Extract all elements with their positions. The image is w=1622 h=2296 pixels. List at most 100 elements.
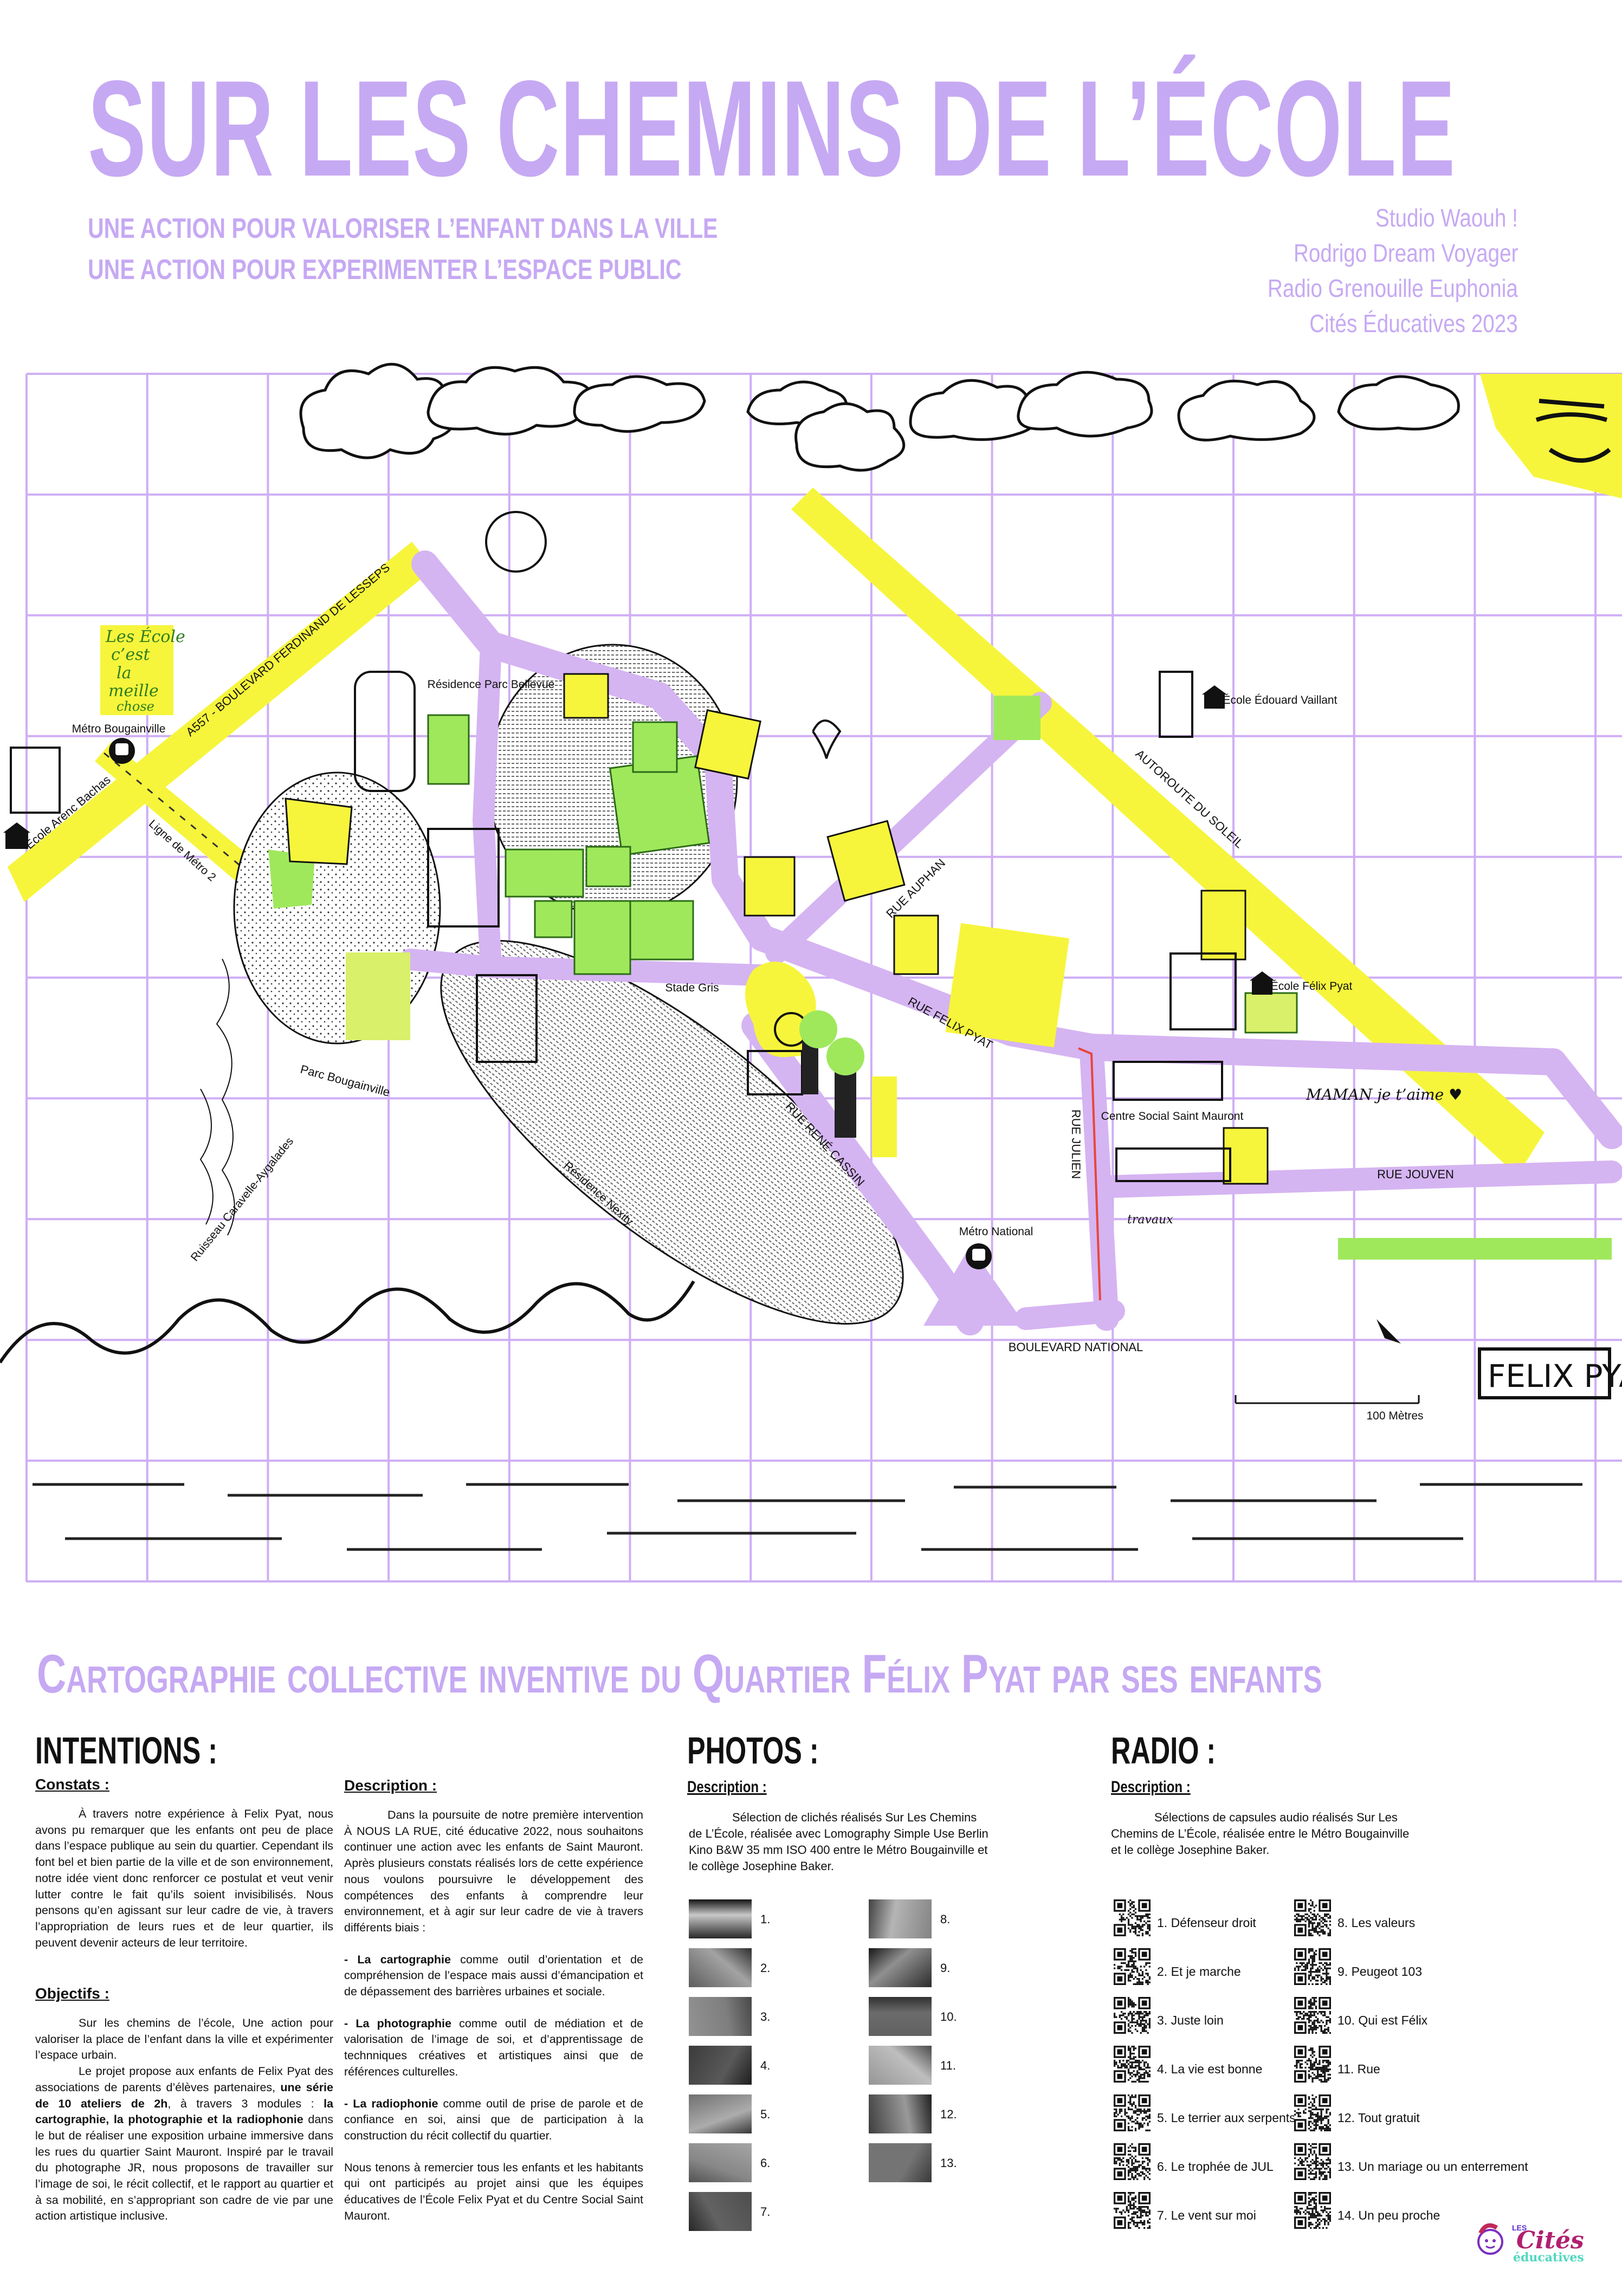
radio-capsule-link[interactable]: 5. Le terrier aux serpents <box>1157 2111 1296 2125</box>
radio-description-heading: Description : <box>1111 1778 1191 1796</box>
constats-heading: Constats : <box>35 1776 109 1793</box>
qr-code-icon[interactable] <box>1114 2046 1151 2083</box>
radio-capsule-link[interactable]: 1. Défenseur droit <box>1157 1916 1256 1930</box>
logo-face-icon <box>1477 2223 1503 2255</box>
road-horizontal <box>399 949 773 986</box>
photo-number: 8. <box>940 1912 951 1926</box>
qr-code-icon[interactable] <box>1294 1997 1331 2034</box>
radio-capsule-link[interactable]: 6. Le trophée de JUL <box>1157 2159 1274 2174</box>
text-run-bold: - La photographie <box>344 2016 451 2030</box>
photo-number: 10. <box>940 2010 957 2023</box>
text-run-bold: - La radiophonie <box>344 2097 438 2110</box>
sticky-note-text: Les École c’est la meille chose <box>105 627 185 714</box>
radio-capsule-link[interactable]: 2. Et je marche <box>1157 1964 1241 1979</box>
radio-description: Sélections de capsules audio réalisés Su… <box>1111 1809 1414 1858</box>
road-boulevard-national <box>1014 1300 1125 1330</box>
photo-thumbnail[interactable] <box>689 1899 752 1938</box>
logo-cites: Cités <box>1516 2227 1584 2254</box>
constats-paragraph: À travers notre expérience à Felix Pyat,… <box>35 1807 333 1949</box>
photo-number: 11. <box>940 2059 956 2072</box>
qr-code-icon[interactable] <box>1114 1899 1151 1936</box>
handwritten-maman: MAMAN je t’aime ♥ <box>1306 1086 1462 1104</box>
qr-code-icon[interactable] <box>1114 2143 1151 2180</box>
label-metro-national: Métro National <box>959 1225 1033 1238</box>
qr-code-icon[interactable] <box>1294 2094 1331 2131</box>
sea-waves <box>0 1280 695 1364</box>
metro-icon-bougainville <box>109 738 135 764</box>
text-run-bold: une série de 10 ateliers de 2h <box>35 2080 333 2110</box>
photo-thumbnail[interactable] <box>869 2046 932 2085</box>
photo-thumbnail[interactable] <box>869 1997 932 2036</box>
qr-code-icon[interactable] <box>1114 1948 1151 1985</box>
north-arrow-icon <box>1377 1319 1401 1344</box>
label-rue-jouven: RUE JOUVEN <box>1377 1168 1454 1181</box>
children-drawings <box>100 625 1612 1260</box>
road-julien <box>1079 1035 1119 1331</box>
photo-thumbnail[interactable] <box>869 2094 932 2133</box>
radio-capsule-link[interactable]: 3. Juste loin <box>1157 2013 1224 2027</box>
metro-icon-national <box>966 1243 992 1269</box>
road-bellevue <box>473 634 502 978</box>
radio-capsule-link[interactable]: 9. Peugeot 103 <box>1337 1964 1423 1979</box>
text-run-bold: - La cartographie <box>344 1953 451 1966</box>
label-ecole-felix-pyat: École Félix Pyat <box>1271 980 1353 993</box>
photos-title: PHOTOS : <box>687 1729 819 1772</box>
photo-thumbnail[interactable] <box>869 1948 932 1987</box>
description-text: Dans la poursuite de notre première inte… <box>344 1807 643 2224</box>
radio-capsule-link[interactable]: 4. La vie est bonne <box>1157 2062 1263 2076</box>
photo-number: 5. <box>760 2107 771 2121</box>
photo-thumbnail[interactable] <box>689 2094 752 2133</box>
qr-code-icon[interactable] <box>1114 1997 1151 2034</box>
photo-thumbnail[interactable] <box>689 1997 752 2036</box>
description-item: - La photographie comme outil de médiati… <box>344 2016 643 2080</box>
qr-code-icon[interactable] <box>1114 2192 1151 2229</box>
radio-capsule-link[interactable]: 7. Le vent sur moi <box>1157 2208 1256 2222</box>
objectifs-paragraph-1: Sur les chemins de l’école, Une action p… <box>35 2016 333 2062</box>
credit-studio: Studio Waouh ! <box>1375 204 1518 232</box>
road-jouven <box>1102 1160 1622 1198</box>
felix-pyat-sign <box>1478 1347 1611 1399</box>
radio-capsule-link[interactable]: 14. Un peu proche <box>1337 2208 1440 2222</box>
clouds-drawing <box>299 362 1460 472</box>
objectifs-paragraph-2: Le projet propose aux enfants de Felix P… <box>35 2064 333 2224</box>
photo-number: 4. <box>760 2059 771 2072</box>
photo-thumbnail[interactable] <box>689 2046 752 2085</box>
radio-capsule-link[interactable]: 11. Rue <box>1337 2062 1380 2076</box>
radio-capsule-link[interactable]: 13. Un mariage ou un enterrement <box>1337 2159 1528 2174</box>
qr-code-icon[interactable] <box>1294 1899 1331 1936</box>
radio-capsule-link[interactable]: 12. Tout gratuit <box>1337 2111 1420 2125</box>
radio-capsule-link[interactable]: 10. Qui est Félix <box>1337 2013 1428 2027</box>
logo-les: LES <box>1512 2223 1527 2232</box>
road-felix-pyat <box>411 550 1622 1149</box>
label-parc-bougainville: Parc Bougainville <box>299 1062 392 1099</box>
sun-corner <box>1480 374 1622 498</box>
text-run: comme outil de médiation et de valorisat… <box>344 2016 643 2078</box>
text-run: dans le but de réaliser une exposition u… <box>35 2113 333 2223</box>
label-residence-bellevue: Résidence Parc Bellevue <box>428 678 555 691</box>
qr-code-icon[interactable] <box>1114 2094 1151 2131</box>
photo-thumbnail[interactable] <box>869 1899 932 1938</box>
label-ecole-vaillant: École Édouard Vaillant <box>1223 694 1337 706</box>
label-rue-julien: RUE JULIEN <box>1069 1110 1083 1179</box>
yellow-bands <box>8 374 1622 1176</box>
text-run: comme outil de prise de parole et de con… <box>344 2097 643 2142</box>
qr-code-icon[interactable] <box>1294 1948 1331 1985</box>
photo-thumbnail[interactable] <box>689 2143 752 2182</box>
note-line: chose <box>117 699 154 714</box>
photo-thumbnail[interactable] <box>689 2192 752 2231</box>
photo-thumbnail[interactable] <box>869 2143 932 2182</box>
qr-code-icon[interactable] <box>1294 2192 1331 2229</box>
photo-number: 9. <box>940 1961 951 1975</box>
objectifs-text: Sur les chemins de l’école, Une action p… <box>35 2015 333 2224</box>
ruisseau-drawing <box>199 958 235 1236</box>
radio-capsule-link[interactable]: 8. Les valeurs <box>1337 1916 1416 1930</box>
qr-code-icon[interactable] <box>1294 2046 1331 2083</box>
logo-educatives: éducatives <box>1513 2250 1584 2265</box>
subtitle-2: UNE ACTION POUR EXPERIMENTER L’ESPACE PU… <box>88 254 682 286</box>
text-run: comme outil d’orientation et de compréhe… <box>344 1953 643 1999</box>
text-run: , à travers 3 modules : <box>167 2097 324 2110</box>
label-stade-gris: Stade Gris <box>665 982 719 994</box>
qr-code-icon[interactable] <box>1294 2143 1331 2180</box>
photo-number: 12. <box>940 2107 957 2121</box>
photo-thumbnail[interactable] <box>689 1948 752 1987</box>
